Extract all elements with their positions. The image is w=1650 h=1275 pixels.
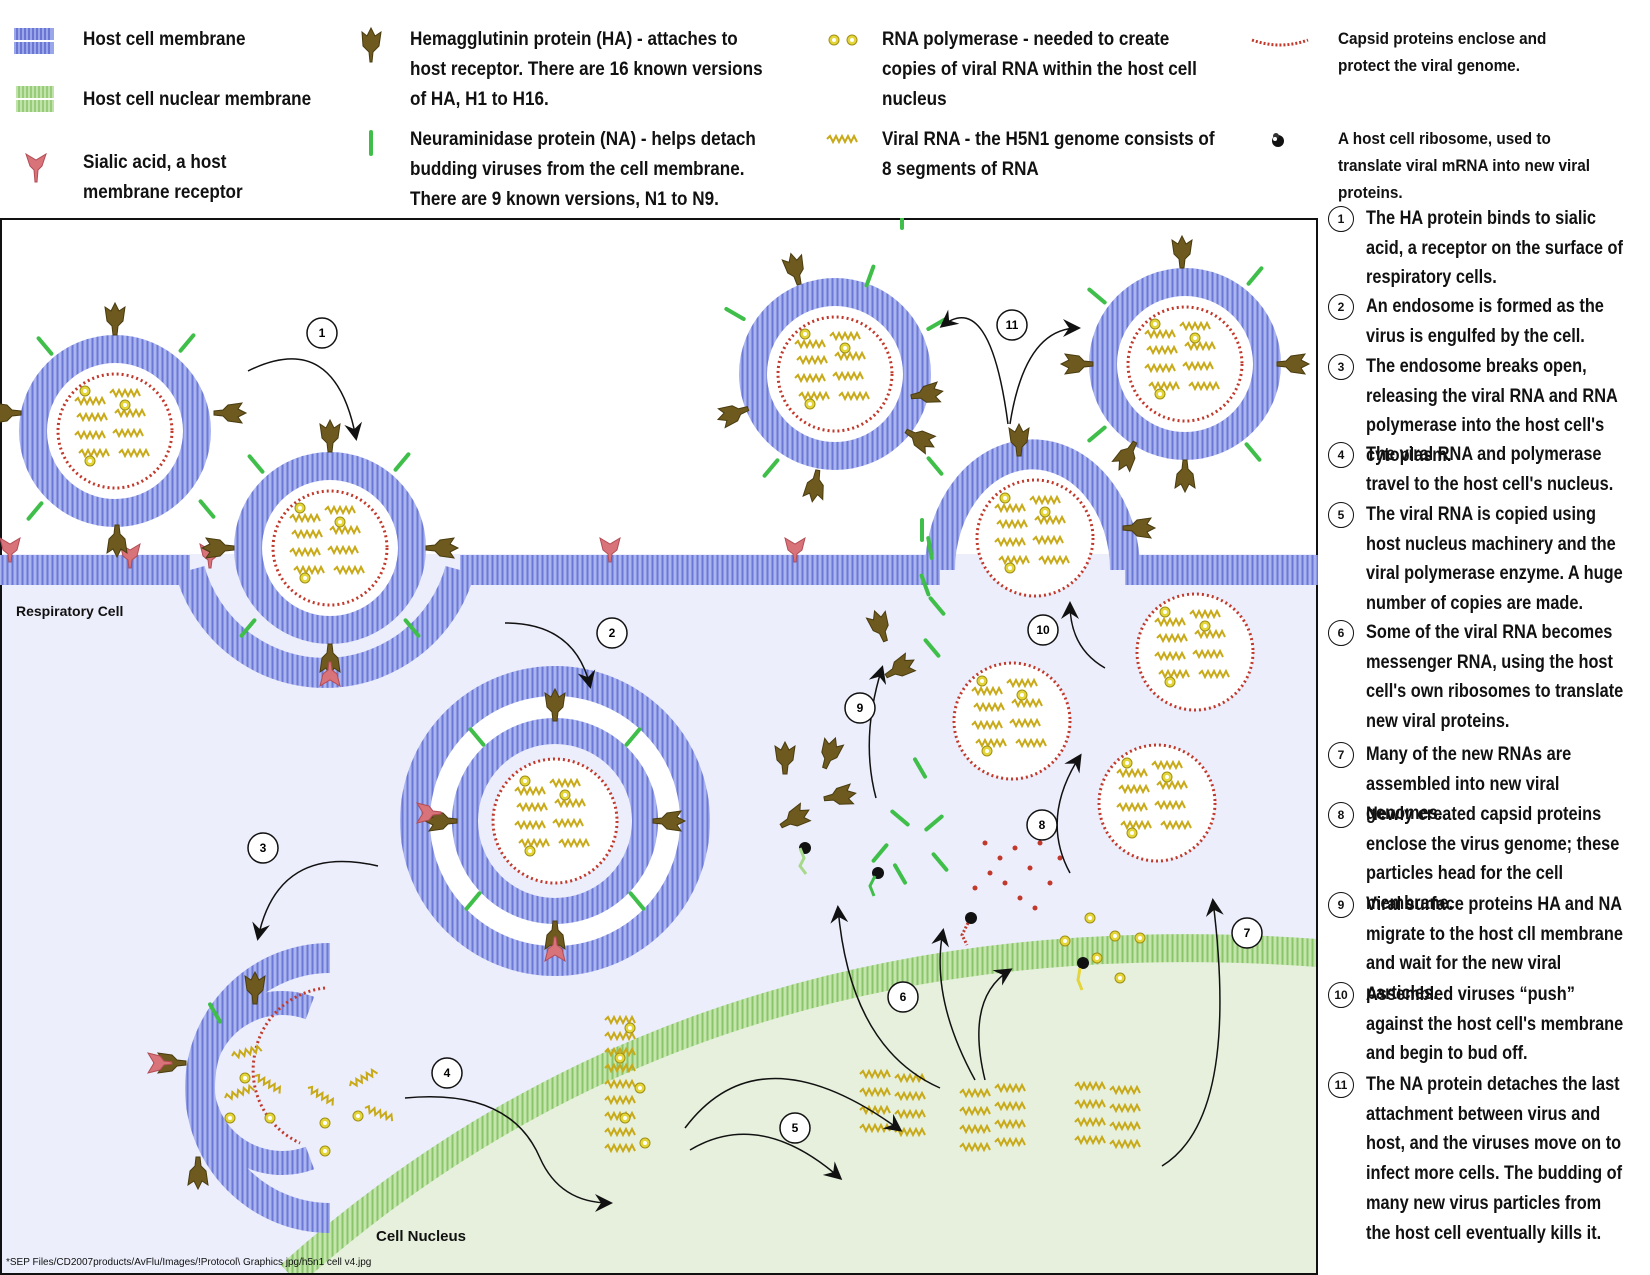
arrow-2 (504, 622, 596, 689)
step-number: 9 (1328, 892, 1354, 918)
sialic-acid-icon (25, 152, 47, 183)
step-text: The HA protein binds to sialic acid, a r… (1366, 208, 1623, 289)
virus-particle-free (0, 302, 247, 558)
step-text: The viral RNA is copied using host nucle… (1366, 504, 1623, 615)
file-path-footnote: *SEP Files/CD2007products/AvFlu/Images/!… (6, 1257, 372, 1268)
arrow-4 (404, 1096, 613, 1212)
nuclear-membrane (280, 934, 1318, 1275)
step-marker-5: 5 (792, 1121, 799, 1135)
legend-ribosome: A host cell ribosome, used to translate … (1338, 129, 1590, 202)
step-number: 10 (1328, 982, 1354, 1008)
legend-hemagglutinin: Hemagglutinin protein (HA) - attaches to… (410, 29, 763, 110)
step-number: 5 (1328, 502, 1354, 528)
step-markers: 1 2 3 4 5 6 7 8 9 10 11 (247, 309, 1263, 1144)
arrow-6a (830, 905, 941, 1089)
capsid-icon (1251, 38, 1309, 47)
step-number: 3 (1328, 354, 1354, 380)
endosome (400, 666, 710, 976)
step-text: Newly created capsid proteins enclose th… (1366, 804, 1620, 915)
step-marker-10: 10 (1036, 623, 1050, 637)
step-text: Many of the new RNAs are assembled into … (1366, 744, 1572, 825)
legend-rna-polymerase: RNA polymerase - needed to create copies… (882, 29, 1197, 110)
legend-nuclear-membrane: Host cell nuclear membrane (83, 89, 312, 110)
step-marker-3: 3 (260, 841, 267, 855)
neuraminidase-icon (369, 130, 373, 156)
arrow-9 (868, 665, 887, 799)
step-text: Viral surface proteins HA and NA migrate… (1366, 894, 1623, 1005)
arrow-7 (1161, 898, 1224, 1167)
step-marker-1: 1 (319, 326, 326, 340)
step-marker-6: 6 (900, 990, 907, 1004)
step-text: The NA protein detaches the last attachm… (1366, 1074, 1623, 1244)
step-marker-9: 9 (857, 701, 864, 715)
legend-host-membrane: Host cell membrane (83, 29, 246, 50)
h5n1-infection-diagram: Respiratory Cell Cell Nucleus (0, 218, 1318, 1275)
hemagglutinin-icon (361, 26, 382, 63)
step-marker-8: 8 (1039, 818, 1046, 832)
step-number: 8 (1328, 802, 1354, 828)
legend-neuraminidase: Neuraminidase protein (NA) - helps detac… (410, 129, 756, 210)
step-marker-7: 7 (1244, 926, 1251, 940)
broken-endosome (147, 943, 396, 1233)
step-number: 11 (1328, 1072, 1354, 1098)
legend-capsid: Capsid proteins enclose and protect the … (1338, 29, 1547, 75)
step-marker-11: 11 (1006, 318, 1019, 332)
host-membrane-icon (14, 28, 54, 54)
ribosomes (798, 842, 1089, 991)
step-number: 7 (1328, 742, 1354, 768)
step-marker-2: 2 (609, 626, 616, 640)
capsid-particle-c (1097, 743, 1217, 863)
arrow-8 (1056, 753, 1082, 874)
capsid-particle-a (952, 661, 1072, 781)
arrow-6b (931, 928, 976, 1081)
step-number: 2 (1328, 294, 1354, 320)
arrow-6c (978, 968, 1013, 1081)
ribosome-icon (1272, 133, 1284, 147)
cell-nucleus-label: Cell Nucleus (376, 1228, 466, 1245)
step-number: 1 (1328, 206, 1354, 232)
capsid-proteins-free (972, 840, 1063, 911)
steps-list: 1 The HA protein binds to sialic acid, a… (1318, 200, 1650, 1275)
step-text: Some of the viral RNA becomes messenger … (1366, 622, 1624, 733)
cell-nucleus-area (290, 948, 1318, 1275)
arrow-5b (689, 1133, 843, 1180)
arrow-5a (684, 1077, 903, 1132)
step-marker-4: 4 (444, 1066, 451, 1080)
viral-rna-icon (826, 134, 858, 144)
rna-polymerase-icon (828, 34, 858, 46)
arrow-1 (247, 358, 363, 441)
nuclear-membrane-icon (16, 86, 54, 112)
step-text: An endosome is formed as the virus is en… (1366, 296, 1604, 347)
capsid-particle-b (1135, 592, 1255, 712)
arrow-11b (1009, 319, 1081, 425)
virus-particle-binding (201, 419, 459, 687)
step-number: 6 (1328, 620, 1354, 646)
legend-viral-rna: Viral RNA - the H5N1 genome consists of … (882, 129, 1215, 180)
arrow-10 (1061, 601, 1106, 669)
process-arrows (247, 309, 1224, 1212)
arrow-11a (939, 309, 1009, 425)
arrow-3 (252, 860, 379, 941)
step-text: Assembled viruses “push” against the hos… (1366, 984, 1624, 1065)
step-number: 4 (1328, 442, 1354, 468)
frame-border (0, 218, 1318, 1275)
step-text: The endosome breaks open, releasing the … (1366, 356, 1618, 467)
legend-sialic-acid: Sialic acid, a host membrane receptor (83, 152, 243, 203)
respiratory-cell-label: Respiratory Cell (16, 603, 123, 619)
step-text: The viral RNA and polymerase travel to t… (1366, 444, 1614, 495)
capsid-particle-budding (925, 423, 1156, 598)
released-virus-b (1060, 235, 1310, 493)
released-virus-a (714, 250, 949, 504)
